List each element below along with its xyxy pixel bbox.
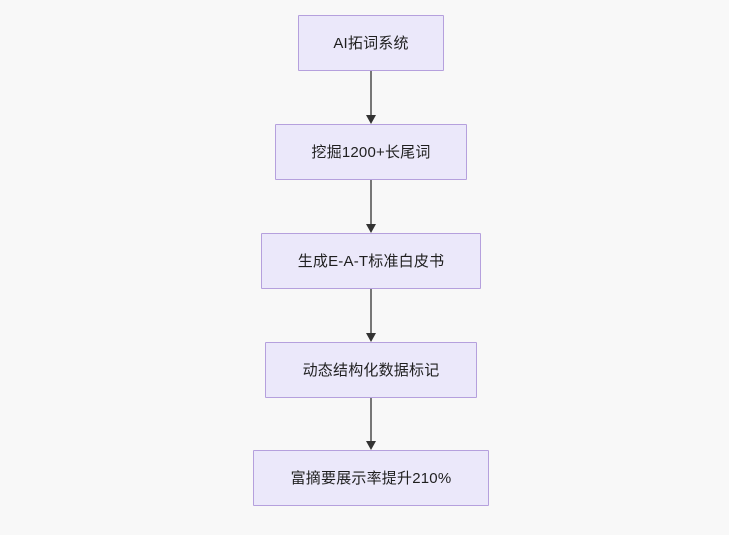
edge-line bbox=[370, 398, 372, 441]
arrow-down-icon bbox=[366, 115, 376, 124]
flow-edge-n3-n4 bbox=[366, 289, 376, 342]
edge-line bbox=[370, 180, 372, 224]
flow-edge-n4-n5 bbox=[366, 398, 376, 450]
flow-edge-n2-n3 bbox=[366, 180, 376, 233]
flow-node-label: 富摘要展示率提升210% bbox=[290, 469, 452, 487]
flow-node-label: AI拓词系统 bbox=[333, 34, 409, 52]
flow-node-n3[interactable]: 生成E-A-T标准白皮书 bbox=[261, 233, 481, 289]
flow-node-n1[interactable]: AI拓词系统 bbox=[298, 15, 444, 71]
arrow-down-icon bbox=[366, 333, 376, 342]
edge-line bbox=[370, 71, 372, 115]
flow-node-label: 动态结构化数据标记 bbox=[302, 361, 440, 379]
flow-node-n2[interactable]: 挖掘1200+长尾词 bbox=[275, 124, 467, 180]
arrow-down-icon bbox=[366, 441, 376, 450]
flow-edge-n1-n2 bbox=[366, 71, 376, 124]
flow-node-label: 挖掘1200+长尾词 bbox=[311, 143, 431, 161]
flow-node-label: 生成E-A-T标准白皮书 bbox=[297, 252, 445, 270]
flow-node-n5[interactable]: 富摘要展示率提升210% bbox=[253, 450, 489, 506]
edge-line bbox=[370, 289, 372, 333]
flow-node-n4[interactable]: 动态结构化数据标记 bbox=[265, 342, 477, 398]
arrow-down-icon bbox=[366, 224, 376, 233]
